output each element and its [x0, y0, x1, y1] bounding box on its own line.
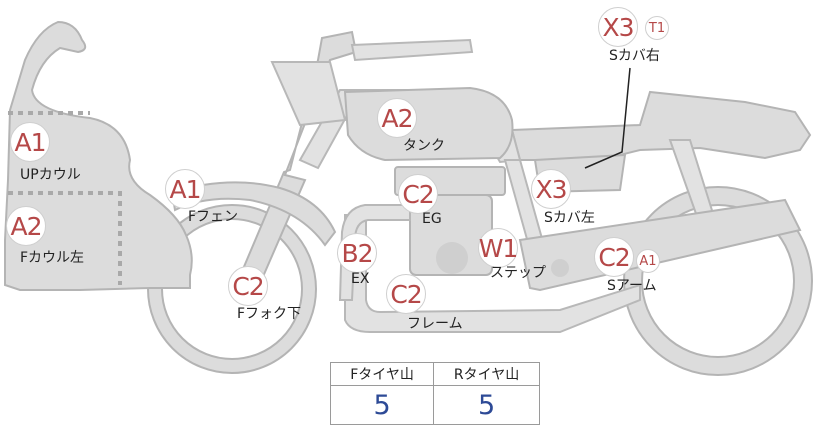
- sub-grade-badge-swing-arm: A1: [636, 249, 660, 273]
- tire-value-rear: 5: [433, 385, 540, 425]
- label-step: ステップ: [490, 265, 546, 281]
- label-s-cover-right: Sカバ右: [609, 48, 660, 64]
- tire-header-front: Fタイヤ山: [329, 362, 435, 386]
- label-f-fender: Fフェン: [188, 209, 239, 225]
- label-up-cowl: UPカウル: [20, 167, 81, 183]
- swing-arm-part: [518, 198, 802, 292]
- grade-badge-step: W1: [478, 228, 518, 268]
- label-exhaust: EX: [351, 271, 370, 287]
- handlebar: [350, 38, 474, 62]
- grade-badge-frame: C2: [386, 274, 426, 314]
- grade-badge-f-fork-lower: C2: [228, 266, 268, 306]
- grade-badge-f-fender: A1: [165, 169, 205, 209]
- label-tank: タンク: [403, 138, 445, 154]
- front-fender: [170, 181, 337, 247]
- grade-badge-exhaust: B2: [337, 233, 377, 273]
- tire-value-front: 5: [329, 385, 435, 425]
- grade-badge-swing-arm: C2: [594, 237, 634, 277]
- label-f-cowl-left: Fカウル左: [20, 250, 85, 266]
- label-swing-arm: Sアーム: [607, 278, 657, 294]
- headlight-cowl: [270, 61, 347, 127]
- grade-badge-s-cover-right: X3: [598, 7, 638, 47]
- front-cowling: [4, 20, 193, 291]
- label-engine: EG: [422, 211, 442, 227]
- frame-lower: [344, 214, 641, 333]
- grade-badge-tank: A2: [377, 98, 417, 138]
- grade-badge-up-cowl: A1: [10, 122, 50, 162]
- pivot: [551, 259, 569, 277]
- label-frame: フレーム: [407, 316, 463, 332]
- tire-tread-table: Fタイヤ山 Rタイヤ山 5 5: [329, 362, 540, 425]
- sub-grade-badge-s-cover-right: T1: [645, 16, 669, 40]
- label-f-fork-lower: Fフォク下: [237, 306, 302, 322]
- tire-header-rear: Rタイヤ山: [433, 362, 540, 386]
- grade-badge-engine: C2: [398, 174, 438, 214]
- grade-badge-f-cowl-left: A2: [6, 206, 46, 246]
- tail-section: [510, 90, 812, 161]
- engine-cover: [436, 242, 468, 274]
- grade-badge-s-cover-left: X3: [531, 169, 571, 209]
- label-s-cover-left: Sカバ左: [544, 210, 595, 226]
